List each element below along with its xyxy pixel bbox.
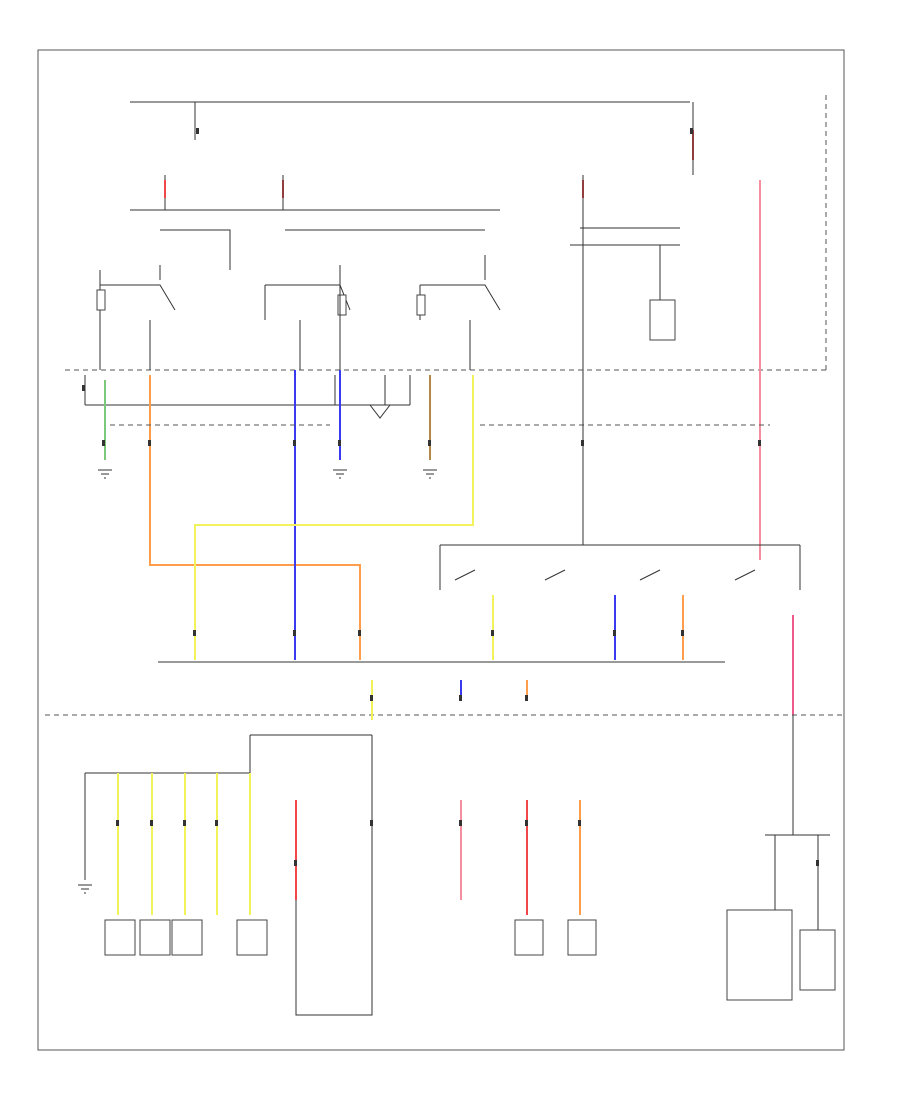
wire-yellow xyxy=(194,375,474,660)
ground-2 xyxy=(333,469,347,479)
component-box-5 xyxy=(514,919,544,956)
relay-1 xyxy=(96,265,176,370)
relay-right xyxy=(649,245,676,341)
ignition-switch-contacts xyxy=(454,569,756,581)
component-box-1 xyxy=(104,919,136,956)
component-box-2 xyxy=(139,919,171,956)
ground-3 xyxy=(423,469,437,479)
wire-orange xyxy=(149,375,361,660)
component-box-6 xyxy=(567,919,597,956)
component-box-4 xyxy=(236,919,268,956)
lower-drop-7-black xyxy=(295,735,373,1016)
ground-lower-left xyxy=(78,884,92,894)
relay-2 xyxy=(264,265,351,370)
bus-bar-secondary xyxy=(160,229,231,270)
relay-3 xyxy=(416,255,501,370)
ground-1 xyxy=(98,469,112,479)
connector-ticks xyxy=(82,128,819,866)
component-box-8 xyxy=(799,929,836,991)
component-box-3 xyxy=(171,919,203,956)
outer-frame xyxy=(37,49,845,1051)
diode-symbol xyxy=(369,404,391,419)
component-box-7 xyxy=(726,909,793,1001)
